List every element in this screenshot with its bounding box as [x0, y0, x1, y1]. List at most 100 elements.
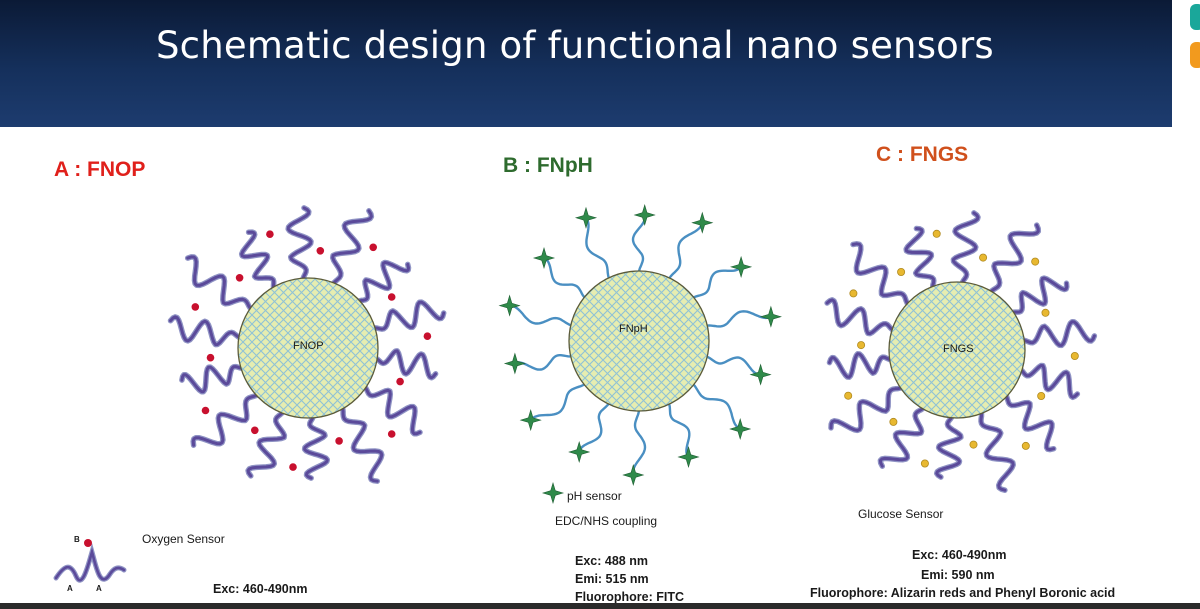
ph-sensor-star	[729, 417, 752, 441]
sensor-molecule-dot	[889, 417, 898, 426]
polymer-strand	[904, 227, 936, 290]
polymer-strand	[1018, 364, 1079, 399]
polymer-strand	[191, 392, 260, 447]
sensor-molecule-dot	[897, 267, 906, 276]
slide-title: Schematic design of functional nano sens…	[156, 24, 994, 67]
sensor-molecule-dot	[206, 353, 215, 362]
ph-sensor-legend-text: pH sensor	[567, 489, 622, 503]
polymer-strand	[988, 223, 1040, 295]
polymer-strand-glow	[339, 404, 385, 484]
ph-star-legend-icon	[541, 481, 565, 505]
ph-sensor-star	[519, 409, 542, 432]
polymer-strand	[979, 410, 1015, 492]
sensor-molecule-dot	[396, 377, 404, 386]
legend-ph-star	[541, 481, 565, 505]
polymer-strand	[951, 211, 980, 286]
sensor-molecule-dot	[857, 341, 866, 350]
oxygen-probe-legend-icon	[53, 539, 127, 583]
linker-arm	[584, 216, 611, 281]
sensor-molecule-dot	[969, 440, 978, 449]
core-label-c: FNGS	[943, 343, 974, 355]
sensor-molecule-dot	[1041, 308, 1050, 317]
sensor-molecule-dot	[289, 463, 297, 471]
sensor-molecule-dot	[369, 243, 378, 252]
polymer-strand	[829, 385, 904, 432]
legend-strand	[54, 547, 126, 582]
legend-letter-a2: A	[96, 584, 102, 593]
panel-b-excitation: Exc: 488 nm	[575, 554, 648, 568]
legend-letter-a1: A	[67, 584, 73, 593]
polymer-strand	[340, 405, 384, 483]
sensor-molecule-dot	[251, 426, 259, 435]
sensor-molecule-dot	[266, 230, 274, 238]
polymer-strand	[878, 405, 926, 468]
ph-sensor-star	[503, 352, 526, 375]
linker-arm	[631, 213, 647, 275]
panel-c-label: C : FNGS	[876, 143, 969, 166]
polymer-strand	[828, 352, 894, 379]
linker-arm	[704, 310, 773, 328]
panel-b-emission: Emi: 515 nm	[575, 572, 649, 586]
nanoparticle-core	[568, 270, 710, 412]
linker-arm	[704, 354, 762, 376]
polymer-strand	[851, 242, 911, 307]
panel-b-label: B : FNpH	[503, 154, 593, 177]
coupling-caption: EDC/NHS coupling	[555, 514, 658, 528]
linker-arm	[508, 304, 574, 328]
polymer-strand	[246, 409, 286, 478]
ph-sensor-star	[730, 255, 753, 278]
polymer-strand	[362, 384, 422, 436]
ph-sensor-star	[568, 440, 591, 464]
sensor-molecule-dot	[920, 459, 929, 468]
oxygen-sensor-caption: Oxygen Sensor	[142, 532, 225, 546]
glucose-sensor-caption: Glucose Sensor	[858, 507, 944, 521]
polymer-strand-glow	[238, 229, 277, 292]
side-tab-green[interactable]	[1190, 4, 1200, 30]
sensor-molecule-dot	[235, 274, 244, 282]
polymer-strand	[373, 349, 438, 380]
nanoparticle-core	[888, 281, 1026, 419]
linker-arm	[667, 401, 691, 459]
polymer-strand	[303, 414, 329, 480]
polymer-strand	[825, 298, 896, 336]
core-label-b: FNpH	[619, 323, 648, 335]
polymer-strand	[331, 209, 373, 287]
linker-arm	[542, 256, 587, 300]
sensor-molecule-dot	[387, 430, 396, 438]
sensor-molecule-dot	[423, 332, 432, 341]
polymer-strand	[935, 414, 963, 479]
panel-b-fluorophore: Fluorophore: FITC	[575, 590, 685, 604]
ph-sensor-star	[633, 203, 656, 227]
core-label-a: FNOP	[293, 340, 324, 352]
ph-sensor-star	[691, 211, 714, 234]
linker-arm	[529, 382, 587, 422]
ph-sensor-star	[532, 246, 556, 270]
polymer-strand	[1020, 320, 1096, 347]
polymer-strand	[186, 255, 254, 312]
side-tab-orange[interactable]	[1190, 42, 1200, 68]
sensor-molecule-dot	[849, 289, 858, 298]
sensor-molecule-dot	[191, 303, 200, 311]
sensor-molecule-dot	[201, 406, 210, 415]
sensor-molecule-dot	[316, 247, 325, 255]
sensor-molecule-dot	[932, 229, 941, 238]
sensor-molecule-dot	[1021, 441, 1030, 450]
linker-arm	[691, 265, 743, 300]
sensor-molecule-dot	[1070, 351, 1079, 360]
linker-arm	[631, 407, 647, 477]
panel-a-label: A : FNOP	[54, 158, 146, 181]
polymer-strand	[169, 315, 243, 347]
ph-sensor-star	[759, 305, 782, 328]
sensor-molecule-dot	[1031, 257, 1040, 266]
panel-a-excitation: Exc: 460-490nm	[213, 582, 308, 596]
ph-sensor-star	[677, 445, 700, 469]
linker-arm	[667, 221, 704, 281]
panel-c-fluorophore: Fluorophore: Alizarin reds and Phenyl Bo…	[810, 586, 1116, 600]
panel-b-nanoparticle	[498, 203, 782, 487]
panel-a-nanoparticle	[167, 205, 447, 484]
legend-oxygen-dot	[84, 539, 92, 547]
polymer-strand	[286, 206, 313, 282]
sensor-molecule-dot	[979, 253, 988, 262]
bottom-edge	[0, 603, 1200, 609]
sensor-molecule-dot	[1037, 391, 1046, 400]
